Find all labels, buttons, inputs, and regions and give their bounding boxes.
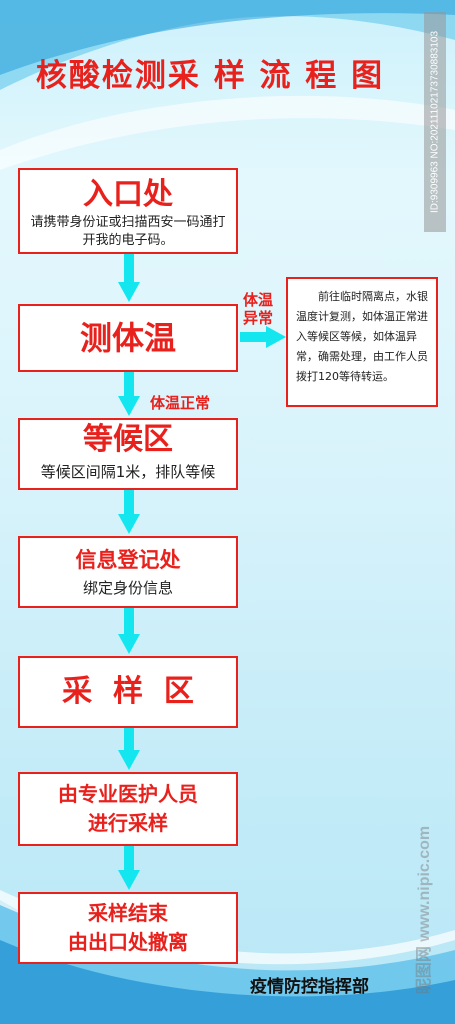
- arrow-down-icon: [118, 728, 140, 770]
- watermark: 昵图网 www.nipic.com: [416, 825, 433, 995]
- step-sub: 等候区间隔1米，排队等候: [40, 463, 216, 481]
- arrow-down-icon: [118, 372, 140, 416]
- arrow-right-icon: [240, 326, 286, 348]
- step-sampling-area: 采 样 区: [18, 656, 238, 728]
- page-title: 核酸检测采 样 流 程 图: [35, 58, 385, 94]
- arrow-down-icon: [118, 608, 140, 654]
- step-temperature: 测体温: [18, 304, 238, 372]
- step-head: 采 样 区: [62, 674, 194, 709]
- step-head: 等候区: [83, 422, 173, 457]
- step-head: 由专业医护人员 进行采样: [58, 782, 198, 835]
- step-exit: 采样结束 由出口处撤离: [18, 892, 238, 964]
- abnormal-label: 体温 异常: [243, 291, 274, 327]
- arrow-down-icon: [118, 490, 140, 534]
- step-sub: 请携带身份证或扫描西安一码通打开我的电子码。: [30, 215, 226, 248]
- arrow-down-icon: [118, 846, 140, 890]
- arrow-down-icon: [118, 254, 140, 302]
- step-head: 采样结束 由出口处撤离: [68, 901, 188, 954]
- id-strip: ID:9309963 NO:20211102173730883103: [424, 12, 446, 232]
- footer-organization: 疫情防控指挥部: [250, 977, 369, 997]
- step-sub: 绑定身份信息: [82, 579, 173, 597]
- step-waiting-area: 等候区 等候区间隔1米，排队等候: [18, 418, 238, 490]
- step-head: 信息登记处: [75, 548, 181, 572]
- abnormal-note: 前往临时隔离点，水银温度计复测，如体温正常进入等候区等候，如体温异常，确需处理，…: [286, 277, 438, 407]
- step-medical-staff: 由专业医护人员 进行采样: [18, 772, 238, 846]
- normal-label: 体温正常: [150, 394, 211, 412]
- step-registration: 信息登记处 绑定身份信息: [18, 536, 238, 608]
- id-text: ID:9309963 NO:20211102173730883103: [429, 30, 441, 214]
- step-head: 入口处: [83, 177, 173, 212]
- step-head: 测体温: [79, 319, 176, 357]
- step-entrance: 入口处 请携带身份证或扫描西安一码通打开我的电子码。: [18, 168, 238, 254]
